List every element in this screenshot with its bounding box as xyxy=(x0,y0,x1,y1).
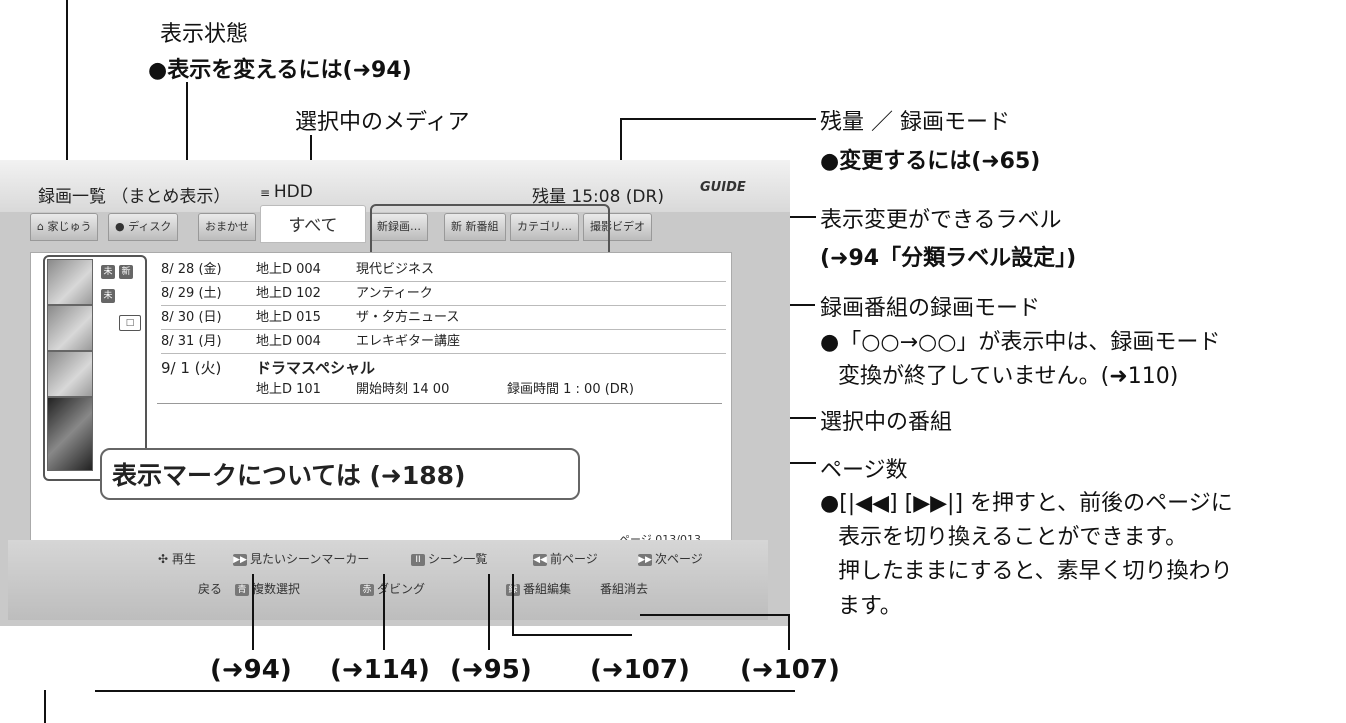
dpad-icon: ✣ xyxy=(158,552,172,566)
ref-edit: (➜107) xyxy=(590,655,690,685)
new-mark-icon: 新 xyxy=(119,265,133,279)
tab-all[interactable]: すべて xyxy=(260,205,366,243)
remaining-mode-label: 残量 ／ 録画モード xyxy=(820,110,1010,135)
mode-mark-icon: □ xyxy=(119,315,141,331)
unwatched-mark-icon: 未 xyxy=(101,289,115,303)
leader-line xyxy=(186,82,188,200)
tab-disc[interactable]: ● ディスク xyxy=(108,213,179,241)
tab-category[interactable]: カテゴリ… xyxy=(510,213,579,241)
leader-line xyxy=(44,690,46,723)
next-page-hint: ▶▶次ページ xyxy=(638,552,703,566)
disk-icon: ≡ xyxy=(260,186,274,200)
leader-line xyxy=(788,614,790,650)
display-state-label: 表示状態 xyxy=(160,22,249,47)
thumbnail-selected xyxy=(47,397,93,471)
page-count-label: ページ数 xyxy=(820,458,908,483)
screen-header: 録画一覧 （まとめ表示） ≡ HDD 残量 15:08 (DR) GUIDE xyxy=(0,160,790,212)
selected-program-label: 選択中の番組 xyxy=(820,410,953,435)
play-hint: ✣ 再生 xyxy=(158,552,196,566)
rec-mode-note-1: ●「○○→○○」が表示中は、録画モード xyxy=(820,330,1221,355)
leader-line xyxy=(488,574,490,650)
tab-new-program[interactable]: 新 新番組 xyxy=(444,213,506,241)
display-state-note: ●表示を変えるには(➜94) xyxy=(148,58,412,83)
ref-delete: (➜107) xyxy=(740,655,840,685)
tab-new-recording[interactable]: 新録画… xyxy=(370,213,428,241)
ref-multi-select: (➜94) xyxy=(210,655,292,685)
rec-mode-label: 録画番組の録画モード xyxy=(820,296,1041,321)
leader-line xyxy=(640,614,790,616)
selected-media-label: 選択中のメディア xyxy=(295,110,470,135)
leader-line xyxy=(252,574,254,650)
leader-line xyxy=(620,118,816,120)
list-item-selected[interactable]: 9/ 1 (火) ドラマスペシャル 地上D 101 開始時刻 14 00 録画時… xyxy=(157,357,722,404)
house-icon: ⌂ xyxy=(37,220,48,233)
multi-select-hint: 青複数選択 xyxy=(235,580,300,597)
media-indicator: ≡ HDD xyxy=(260,182,313,202)
leader-line xyxy=(512,634,632,636)
leader-line xyxy=(95,690,795,692)
leader-line xyxy=(383,574,385,650)
scene-marker-hint: ▶▶見たいシーンマーカー xyxy=(233,552,370,566)
edit-hint: 緑番組編集 xyxy=(506,580,571,597)
prev-page-hint: ◀◀前ページ xyxy=(533,552,598,566)
remaining-time: 残量 15:08 (DR) xyxy=(532,187,664,207)
return-hint: 戻る xyxy=(198,582,223,596)
disc-icon: ● xyxy=(115,220,129,233)
page-note-2: 表示を切り換えることができます。 xyxy=(838,525,1188,550)
thumbnail xyxy=(47,305,93,351)
rec-mode-note-2: 変換が終了していません。(➜110) xyxy=(838,364,1179,389)
leader-line xyxy=(512,574,514,636)
page-note-4: ます。 xyxy=(838,594,902,619)
unwatched-mark-icon: 未 xyxy=(101,265,115,279)
label-change-ref: (➜94「分類ラベル設定」) xyxy=(820,246,1077,271)
tab-camera-video[interactable]: 撮影ビデオ xyxy=(583,213,652,241)
dubbing-hint: 赤ダビング xyxy=(360,580,425,597)
leader-line xyxy=(620,118,622,184)
thumbnail xyxy=(47,351,93,397)
tab-home[interactable]: ⌂ 家じゅう xyxy=(30,213,99,241)
thumbnail xyxy=(47,259,93,305)
guide-logo: GUIDE xyxy=(700,180,746,195)
remaining-mode-note: ●変更するには(➜65) xyxy=(820,149,1041,174)
screen-title: 録画一覧 （まとめ表示） xyxy=(38,187,231,207)
page-note-1: ●[|◀◀] [▶▶|] を押すと、前後のページに xyxy=(820,491,1233,516)
page-note-3: 押したままにすると、素早く切り換わり xyxy=(838,559,1233,584)
new-icon: 新 xyxy=(451,220,466,233)
ref-scene-list: (➜95) xyxy=(450,655,532,685)
label-change-label: 表示変更ができるラベル xyxy=(820,208,1062,233)
thumbnail-highlight-box xyxy=(43,255,147,481)
ref-dubbing: (➜114) xyxy=(330,655,430,685)
scrollbar[interactable] xyxy=(743,257,753,537)
recording-list-screen: 録画一覧 （まとめ表示） ≡ HDD 残量 15:08 (DR) GUIDE ⌂… xyxy=(0,160,790,626)
mark-callout: 表示マークについては (➜188) xyxy=(100,448,580,500)
delete-hint: 番組消去 xyxy=(600,582,649,596)
tab-omakase[interactable]: おまかせ xyxy=(198,213,256,241)
leader-line xyxy=(66,0,68,232)
